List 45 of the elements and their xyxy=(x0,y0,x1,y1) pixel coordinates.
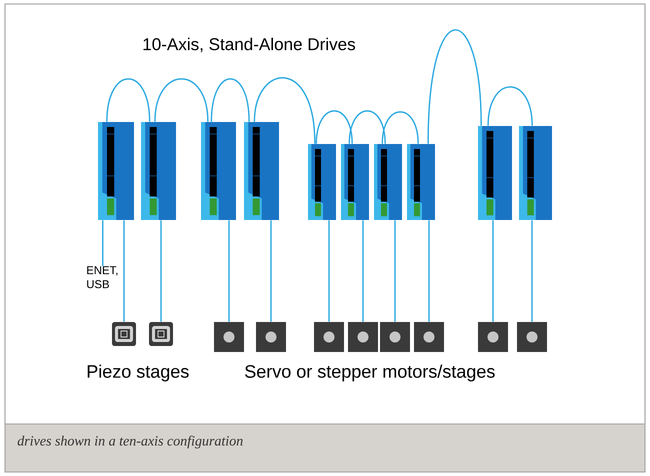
cable xyxy=(348,110,386,144)
motor-stage xyxy=(214,322,244,352)
cable xyxy=(492,220,494,322)
piezo-stage xyxy=(112,322,136,346)
port-label: ENET, USB xyxy=(87,266,118,288)
cable xyxy=(362,220,364,322)
cable xyxy=(270,220,272,322)
drive-unit xyxy=(374,144,402,220)
drive-unit xyxy=(478,126,512,220)
cable xyxy=(428,220,430,322)
drive-unit xyxy=(141,122,176,220)
group-label: Piezo stages xyxy=(88,364,189,382)
cable xyxy=(106,78,150,122)
cable xyxy=(228,220,230,322)
drive-unit xyxy=(341,144,369,220)
drive-unit xyxy=(244,122,279,220)
cable xyxy=(102,220,104,266)
motor-stage xyxy=(314,322,344,352)
motor-stage xyxy=(256,322,286,352)
cable xyxy=(427,29,482,144)
motor-stage xyxy=(380,322,410,352)
drive-unit xyxy=(201,122,236,220)
group-label: Servo or stepper motors/stages xyxy=(245,364,495,382)
cable xyxy=(160,220,162,322)
motor-stage xyxy=(517,322,547,352)
cable xyxy=(123,220,125,322)
cable xyxy=(210,78,250,122)
motor-stage xyxy=(414,322,444,352)
drive-unit xyxy=(519,126,552,220)
title: 10-Axis, Stand-Alone Drives xyxy=(144,38,356,52)
piezo-stage xyxy=(149,322,173,346)
cable xyxy=(487,86,533,126)
cable xyxy=(382,111,419,144)
cable xyxy=(316,110,353,144)
drive-unit xyxy=(98,122,134,220)
cable xyxy=(154,78,209,122)
motor-stage xyxy=(478,322,508,352)
caption-band: drives shown in a ten-axis configuration xyxy=(5,423,645,472)
cable xyxy=(254,77,316,144)
motor-stage xyxy=(348,322,378,352)
cable xyxy=(394,220,396,322)
cable xyxy=(328,220,330,322)
cable xyxy=(531,220,533,322)
drive-unit xyxy=(407,144,435,220)
drive-unit xyxy=(308,144,336,220)
